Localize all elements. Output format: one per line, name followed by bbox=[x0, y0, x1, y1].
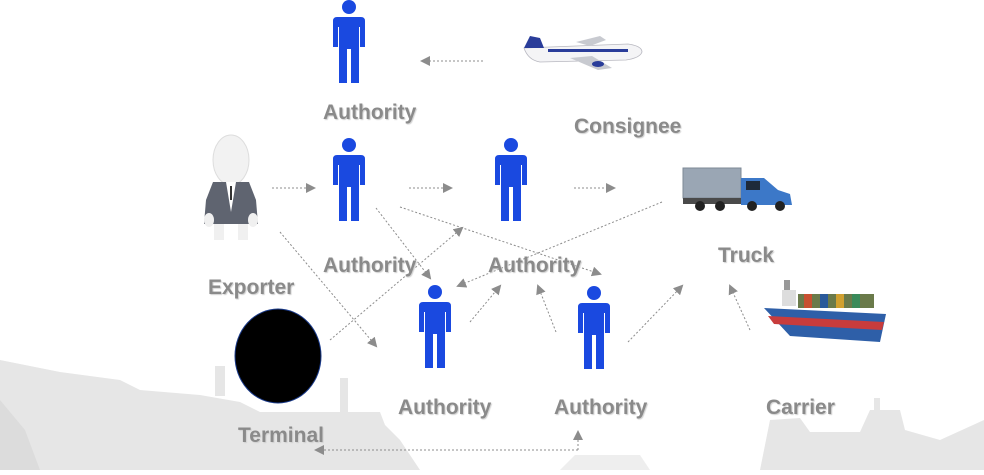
arrow-truck-to-authority-mid-right bbox=[456, 201, 663, 288]
arrow-low-left-to-authority-mid-right bbox=[469, 284, 502, 323]
label-terminal: Terminal bbox=[238, 424, 324, 447]
arrow-authority-mid-left-to-low-left bbox=[375, 207, 432, 280]
arrow-terminal-to-authority-mid-right bbox=[329, 226, 464, 341]
person-icon-low-right bbox=[578, 286, 610, 369]
connection-arrows bbox=[272, 56, 751, 455]
label-carrier: Carrier bbox=[766, 396, 835, 419]
label-truck: Truck bbox=[718, 244, 775, 267]
arrow-authority-mid-left-to-low-right bbox=[399, 206, 602, 277]
exporter-mannequin-icon bbox=[204, 134, 258, 240]
label-exporter: Exporter bbox=[208, 276, 295, 299]
arrow-low-right-to-authority-mid-right bbox=[536, 284, 557, 333]
background-silhouette bbox=[0, 360, 984, 470]
airplane-icon bbox=[523, 36, 643, 70]
label-authority-mid-right: Authority bbox=[488, 254, 582, 277]
label-authority-low-right: Authority bbox=[554, 396, 648, 419]
label-authority-low-left: Authority bbox=[398, 396, 492, 419]
terminal-blob bbox=[234, 308, 322, 404]
person-icon-mid-right bbox=[495, 138, 527, 221]
label-consignee: Consignee bbox=[574, 115, 682, 138]
ship-icon bbox=[764, 280, 886, 342]
arrow-carrier-to-truck bbox=[728, 284, 751, 331]
person-icon-low-left bbox=[419, 285, 451, 368]
truck-icon bbox=[682, 167, 792, 211]
person-icon-top bbox=[333, 0, 365, 83]
arrow-exporter-to-low-left bbox=[279, 231, 378, 348]
label-authority-top: Authority bbox=[323, 101, 417, 124]
person-icon-mid-left bbox=[333, 138, 365, 221]
label-authority-mid-left: Authority bbox=[323, 254, 417, 277]
arrow-low-right-to-truck bbox=[627, 284, 684, 343]
